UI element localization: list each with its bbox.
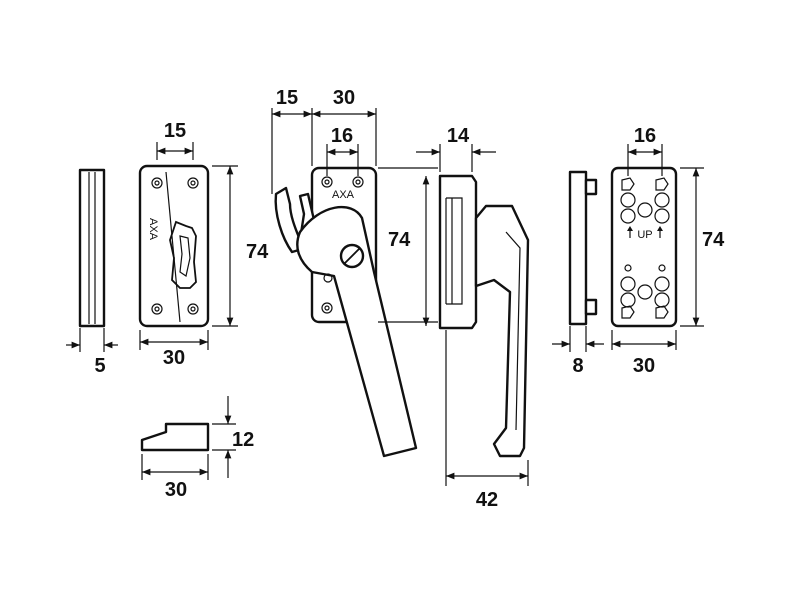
handle-front: AXA — [274, 166, 418, 458]
dim-side-projection: 42 — [445, 330, 529, 511]
dim-side-depth: 14 — [416, 125, 496, 172]
dim-label-plate-width: 30 — [633, 355, 655, 377]
dim-keeper-height: 74 — [212, 165, 269, 327]
dim-plate-hole-spacing: 16 — [627, 125, 663, 176]
mounting-plate-front: UP — [610, 166, 678, 328]
dim-wedge-thickness: 5 — [66, 328, 118, 377]
dim-keeper-width: 30 — [139, 330, 209, 369]
dim-stop-height: 12 — [212, 396, 254, 478]
dim-hook-reach: 15 — [271, 87, 313, 194]
keeper-brand-label: AXA — [147, 218, 159, 241]
handle-side — [438, 174, 530, 458]
dim-label-handle-base-height: 74 — [388, 229, 411, 251]
dim-handle-screw-spacing: 16 — [326, 125, 359, 176]
dim-plate-height: 74 — [680, 167, 725, 327]
dim-label-stop-width: 30 — [165, 479, 187, 501]
wedge-strip — [78, 168, 106, 328]
dim-label-side-projection: 42 — [476, 489, 498, 511]
stop-block — [140, 422, 210, 452]
dim-label-stop-height: 12 — [232, 429, 254, 451]
plate-orientation-label: UP — [637, 229, 652, 241]
dim-label-plate-hole-spacing: 16 — [634, 125, 656, 147]
handle-brand-label: AXA — [332, 189, 355, 201]
dim-stop-width: 30 — [141, 454, 209, 501]
keeper-plate: AXA — [138, 164, 210, 328]
dim-label-hook-reach: 15 — [276, 87, 298, 109]
dim-keeper-slot: 15 — [156, 120, 194, 160]
dim-plate-width: 30 — [611, 330, 677, 377]
dim-label-keeper-height: 74 — [246, 241, 269, 263]
dim-label-handle-base-width: 30 — [333, 87, 355, 109]
mounting-plate-side — [568, 170, 598, 326]
dim-handle-base-width: 30 — [312, 87, 377, 166]
dim-plate-thickness: 8 — [552, 326, 604, 377]
dim-label-wedge-thickness: 5 — [94, 355, 105, 377]
dim-label-keeper-width: 30 — [163, 347, 185, 369]
dim-label-handle-screw-spacing: 16 — [331, 125, 353, 147]
dim-label-side-depth: 14 — [447, 125, 470, 147]
dim-handle-base-height — [378, 167, 438, 326]
dim-label-keeper-slot: 15 — [164, 120, 186, 142]
dim-label-plate-thickness: 8 — [572, 355, 583, 377]
dim-label-plate-height: 74 — [702, 229, 725, 251]
